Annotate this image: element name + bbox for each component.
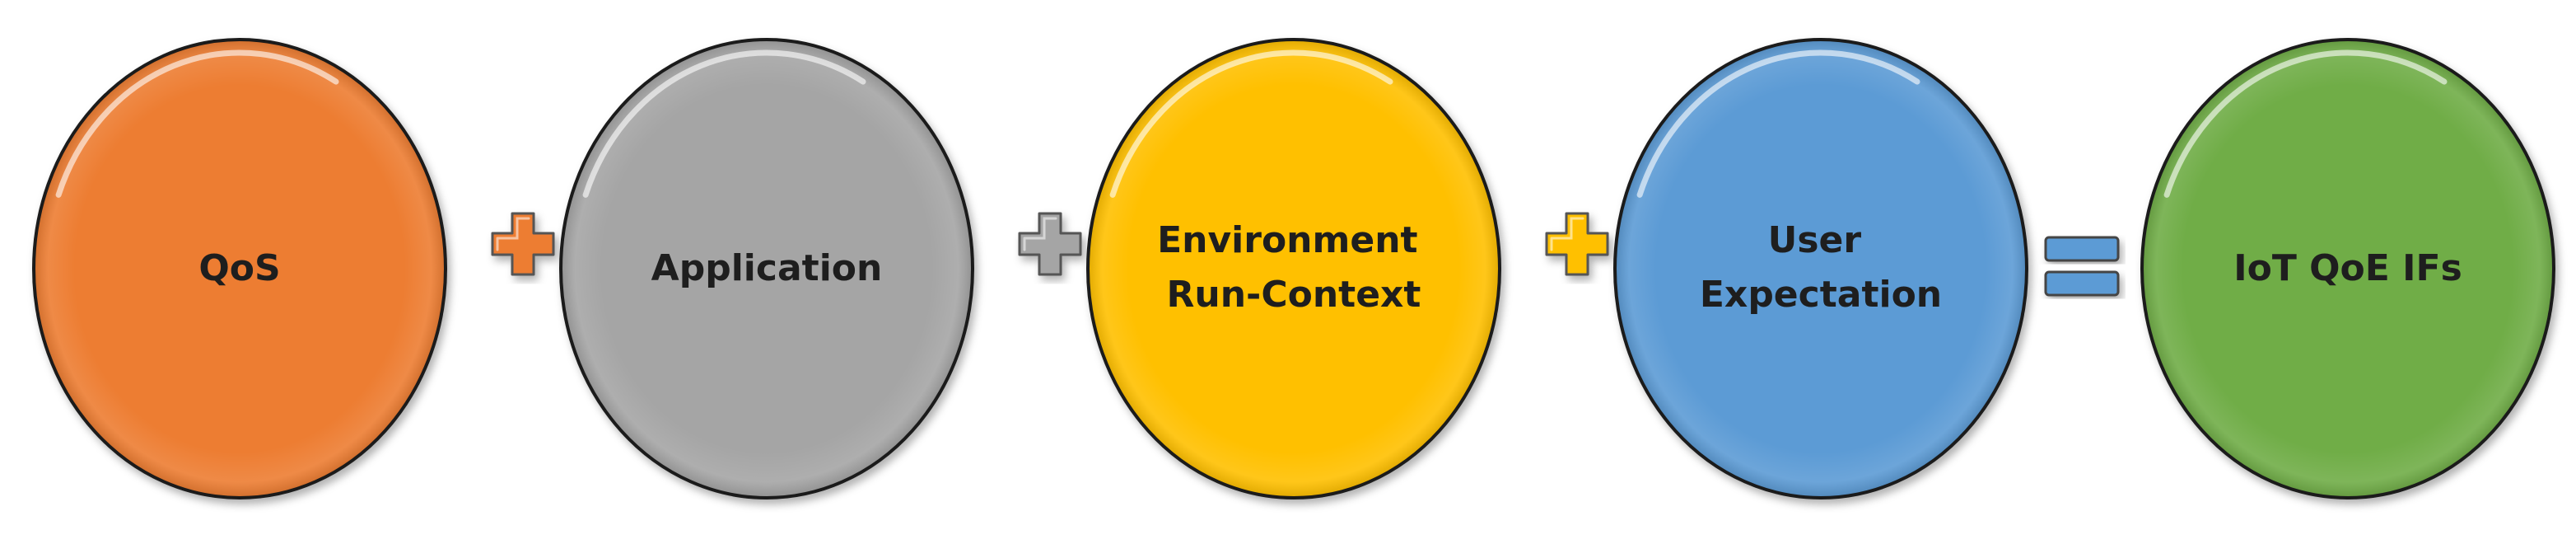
node-iot-qoe-ifs-highlight (2163, 49, 2448, 198)
node-user-expectation-label-line-1: User (1768, 219, 1862, 261)
plus-icon (1545, 212, 1609, 276)
node-application-label-line-1: Application (651, 247, 883, 289)
node-user-expectation: User Expectation (1613, 38, 2028, 499)
node-environment: Environment Run-Context (1086, 38, 1501, 499)
node-user-expectation-label-line-2: Expectation (1700, 274, 1942, 316)
plus-icon-highlight (496, 217, 530, 251)
node-application: Application (559, 38, 974, 499)
plus-icon-highlight (1550, 217, 1584, 251)
node-application-gloss (561, 40, 973, 498)
equals-icon-bar-top (2044, 236, 2120, 262)
plus-icon-shape (1018, 212, 1082, 276)
node-application-highlight (582, 49, 866, 198)
equals-icon-bar-bottom (2044, 270, 2120, 297)
node-iot-qoe-ifs-gloss (2142, 40, 2554, 498)
node-iot-qoe-ifs-label-line-1: IoT QoE IFs (2233, 247, 2462, 289)
node-user-expectation-label: User Expectation (1700, 219, 1942, 316)
node-environment-gloss (1088, 40, 1500, 498)
plus-icon (1018, 212, 1082, 276)
node-environment-highlight (1109, 49, 1393, 198)
node-environment-label: Environment Run-Context (1157, 219, 1430, 316)
plus-icon-shape (491, 212, 555, 276)
node-environment-label-line-2: Run-Context (1167, 274, 1421, 316)
plus-icon-shape (1545, 212, 1609, 276)
node-iot-qoe-ifs-label: IoT QoE IFs (2233, 247, 2462, 289)
node-user-expectation-gloss (1615, 40, 2027, 498)
node-qos: QoS (32, 38, 447, 499)
node-environment-label-line-1: Environment (1157, 219, 1417, 261)
node-qos-gloss (34, 40, 446, 498)
node-qos-label: QoS (198, 247, 280, 289)
plus-icon-highlight (1023, 217, 1057, 251)
plus-icon (491, 212, 555, 276)
node-iot-qoe-ifs: IoT QoE IFs (2140, 38, 2555, 499)
node-qos-label-line-1: QoS (198, 247, 280, 289)
node-user-expectation-highlight (1636, 49, 1920, 198)
node-application-label: Application (651, 247, 883, 289)
equals-icon (2044, 236, 2120, 297)
node-qos-highlight (55, 49, 339, 198)
